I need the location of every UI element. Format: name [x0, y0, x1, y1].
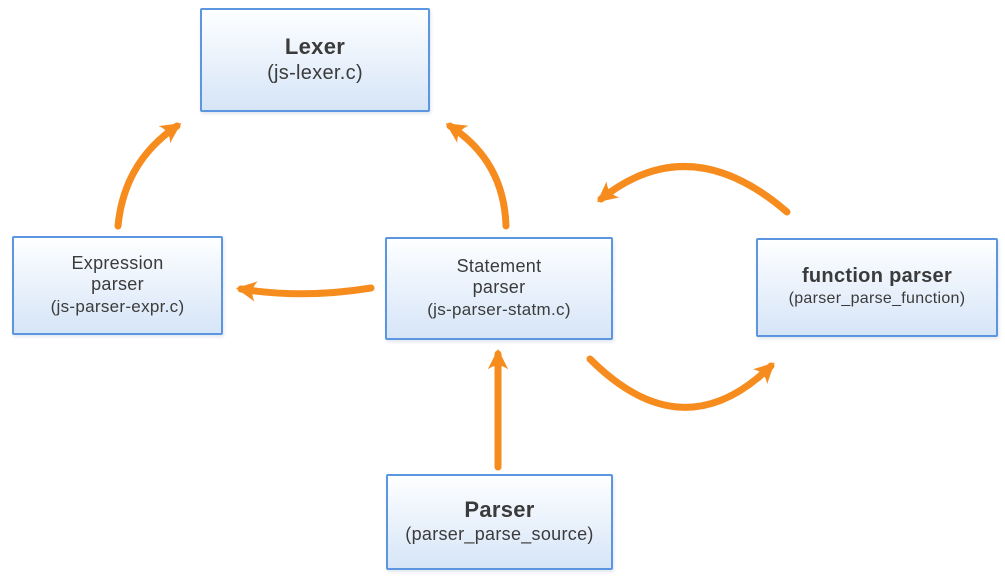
node-function-parser-title: function parser [801, 265, 953, 288]
arrow-statement-parser-to-expression-parser [235, 281, 375, 302]
arrow-statement-parser-to-lexer [445, 122, 510, 230]
node-expression-parser-subtitle: (js-parser-expr.c) [50, 296, 185, 316]
node-expression-parser-title: Expression parser [71, 253, 164, 294]
node-parser-title: Parser [464, 497, 535, 523]
node-statement-parser-subtitle: (js-parser-statm.c) [427, 299, 571, 319]
node-statement-parser: Statement parser (js-parser-statm.c) [385, 237, 613, 340]
node-lexer-title: Lexer [284, 33, 346, 59]
arrow-expression-parser-to-lexer [114, 122, 182, 230]
node-function-parser-subtitle: (parser_parse_function) [788, 290, 966, 308]
node-expression-parser: Expression parser (js-parser-expr.c) [12, 236, 223, 335]
node-parser: Parser (parser_parse_source) [386, 474, 613, 570]
arrow-function-parser-to-statement-parser [596, 162, 791, 216]
node-lexer: Lexer (js-lexer.c) [200, 8, 430, 112]
arrow-statement-parser-to-function-parser [586, 355, 775, 411]
node-lexer-subtitle: (js-lexer.c) [267, 62, 363, 85]
node-parser-subtitle: (parser_parse_source) [405, 524, 594, 545]
node-statement-parser-title: Statement parser [456, 256, 542, 297]
node-function-parser: function parser (parser_parse_function) [756, 238, 998, 337]
